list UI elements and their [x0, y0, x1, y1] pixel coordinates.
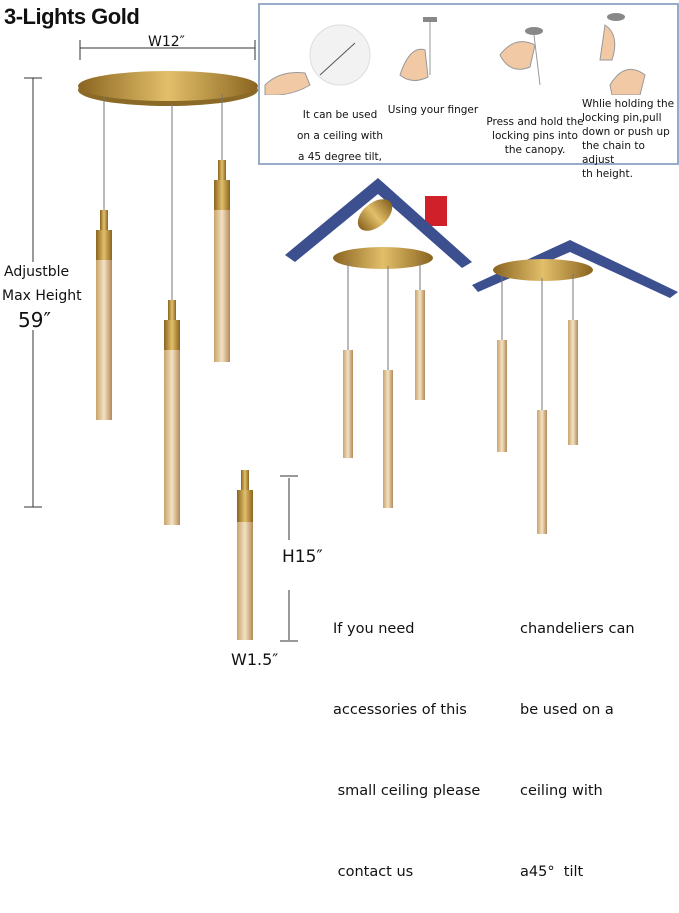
step-3-line: locking pins into: [492, 130, 578, 142]
step-1-line: It can be used: [302, 109, 378, 121]
main-chandelier: [78, 71, 258, 525]
step-2-line: Using your finger: [387, 104, 479, 116]
step-1-text: It can be used on a ceiling with a 45 de…: [290, 105, 390, 168]
width-dimension-line: [79, 40, 256, 60]
note-line: chandeliers can: [520, 621, 635, 637]
pendant-height-label: H15″: [282, 547, 323, 567]
step-1-line: a 45 degree tilt,: [297, 151, 382, 163]
note-line: be used on a: [520, 702, 614, 718]
step-3-line: Press and hold the: [486, 116, 584, 128]
step-3-line: the canopy.: [504, 144, 566, 156]
product-title: 3-Lights Gold: [4, 4, 140, 29]
step-3-text: Press and hold the locking pins into the…: [480, 115, 590, 157]
step-4-text: Whlie holding the locking pin,pull down …: [582, 97, 678, 181]
height-label-line-2: Max Height: [2, 288, 82, 304]
tilt-note: chandeliers can be used on a ceiling wit…: [520, 562, 635, 913]
note-line: contact us: [333, 864, 414, 880]
height-dimension-line: [24, 77, 42, 508]
single-pendant: [237, 470, 253, 640]
width-label: W12″: [148, 34, 185, 50]
note-line: a45° tilt: [520, 864, 584, 880]
installation-step-illustrations: [264, 13, 646, 95]
note-line: If you need: [333, 621, 415, 637]
step-1-line: on a ceiling with: [296, 130, 384, 142]
tilted-ceiling-scene-1: [285, 178, 472, 508]
tilted-ceiling-scene-2: [472, 240, 678, 534]
height-value: 59″: [18, 308, 51, 332]
note-line: ceiling with: [520, 783, 603, 799]
pendant-height-dimension-line: [280, 475, 298, 642]
step-4-line: locking pin,pull: [582, 112, 662, 124]
accessories-note: If you need accessories of this small ce…: [333, 562, 480, 913]
step-4-line: th height.: [582, 168, 633, 180]
step-2-text: Using your finger: [383, 103, 483, 117]
height-label-line-1: Adjustble: [4, 264, 70, 280]
step-4-line: the chain to adjust: [582, 140, 645, 166]
step-4-line: Whlie holding the: [582, 98, 675, 110]
product-illustration: [24, 40, 678, 642]
step-4-line: down or push up: [582, 126, 670, 138]
note-line: small ceiling please: [333, 783, 481, 799]
pendant-width-label: W1.5″: [231, 650, 279, 669]
note-line: accessories of this: [333, 702, 467, 718]
installation-instructions-panel: It can be used on a ceiling with a 45 de…: [258, 3, 679, 180]
